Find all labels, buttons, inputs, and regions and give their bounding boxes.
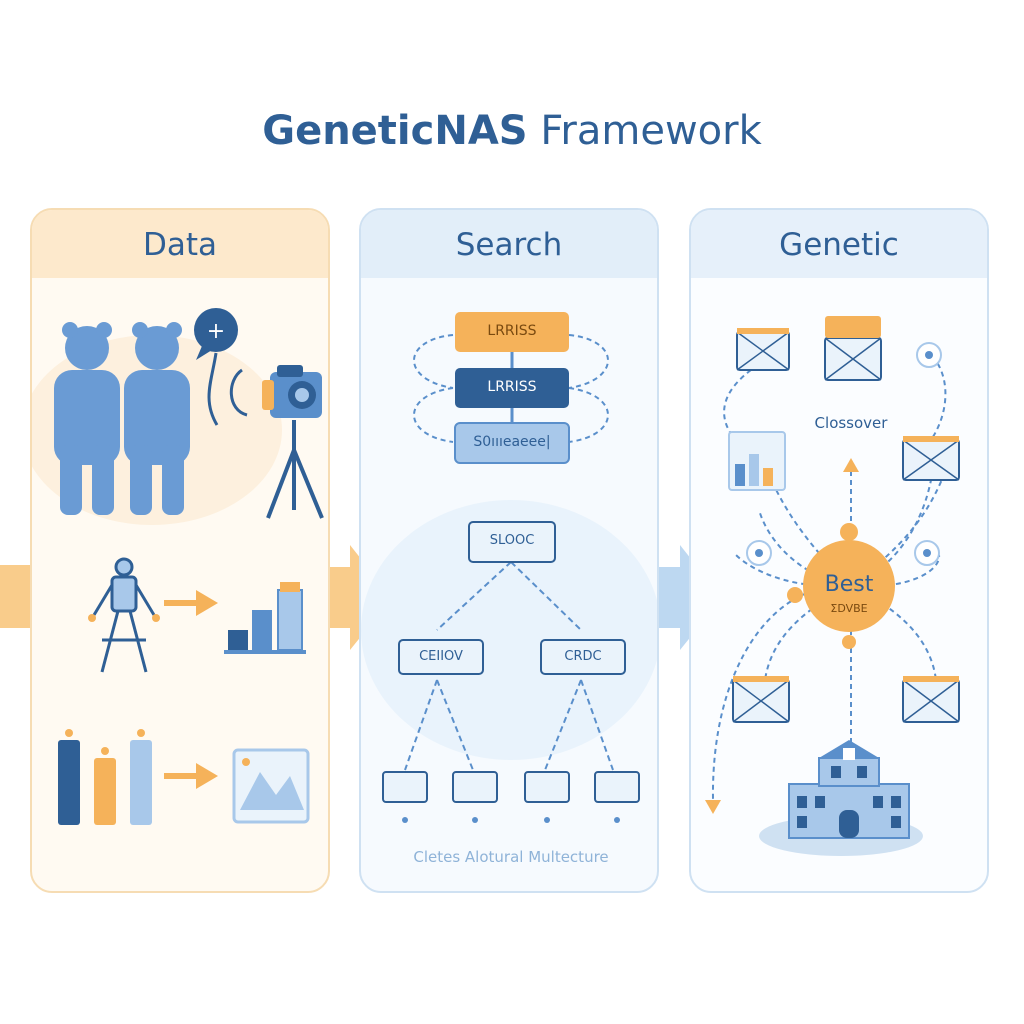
person-icon — [54, 322, 120, 515]
panel-data-heading: Data — [32, 210, 328, 278]
person-icon — [124, 322, 190, 515]
tree-mid-left-label: CEIIOV — [419, 649, 463, 664]
crossover-label: Clossover — [814, 414, 888, 432]
best-label: Best — [824, 572, 874, 597]
search-box-2 — [455, 368, 569, 408]
tree-leaf-nodes — [382, 771, 640, 803]
page-title: GeneticNAS Framework — [0, 108, 1024, 154]
arrow-search-to-genetic — [650, 545, 722, 650]
tree-root-node — [468, 521, 556, 563]
panel-data: Data + — [30, 208, 330, 893]
bar-chart-icon — [224, 582, 306, 654]
speech-bubble-icon: + — [194, 308, 238, 426]
data-illustration: + — [32, 308, 324, 825]
best-sub-label: ΣDVBE — [830, 602, 868, 615]
arrow-icon — [164, 763, 218, 789]
tree-mid-node-right — [540, 639, 626, 675]
search-box-1 — [455, 312, 569, 352]
best-node — [787, 523, 895, 649]
chart-card-icon — [728, 431, 786, 491]
search-illustration — [361, 312, 657, 823]
tree-mid-right-label: CRDC — [564, 649, 602, 664]
search-box-2-label: LRRISS — [487, 379, 537, 395]
search-caption: Cletes Alotural Multecture — [413, 848, 609, 866]
camera-tripod-icon — [229, 365, 324, 519]
title-rest: Framework — [540, 108, 762, 154]
columns-icon — [58, 729, 152, 825]
panel-search: Search — [359, 208, 659, 893]
arrow-icon — [164, 590, 218, 616]
building-icon — [759, 740, 923, 856]
panel-search-heading: Search — [361, 210, 657, 278]
arrow-data-to-search — [320, 545, 392, 650]
svg-text:+: + — [207, 319, 225, 344]
tree-mid-node-left — [398, 639, 484, 675]
panel-genetic-heading: Genetic — [691, 210, 987, 278]
genetic-illustration — [705, 316, 960, 856]
panel-genetic: Genetic — [689, 208, 989, 893]
search-box-1-label: LRRISS — [487, 323, 537, 339]
robot-icon — [88, 557, 160, 673]
search-box-3-label: S0ıııeaeee| — [473, 434, 551, 450]
image-icon — [232, 748, 310, 824]
title-bold: GeneticNAS — [262, 108, 528, 154]
tree-root-label: SLOOC — [489, 533, 535, 548]
